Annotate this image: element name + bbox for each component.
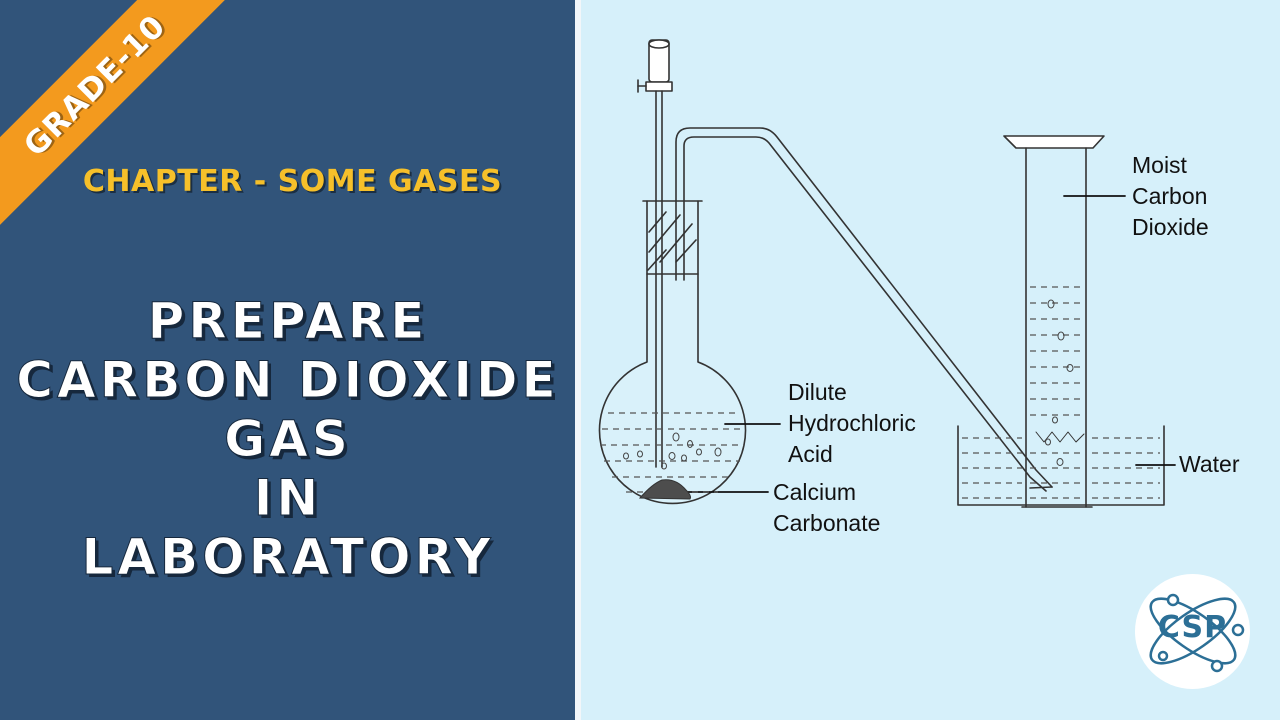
title-line-5: LABORATORY — [81, 528, 495, 587]
gas-jar — [1003, 135, 1105, 508]
atom-orbit-icon — [1149, 593, 1245, 673]
label-calcium-carbonate: Calcium Carbonate — [773, 479, 881, 536]
title-panel: GRADE-10 CHAPTER - SOME GASES PREPARE CA… — [0, 0, 575, 720]
round-bottom-flask — [598, 200, 747, 505]
title-line-1: PREPARE — [147, 292, 429, 351]
calcium-carbonate-lump — [638, 479, 691, 500]
label-water: Water — [1179, 451, 1240, 477]
panel-divider — [575, 0, 581, 720]
delivery-tube — [675, 127, 1053, 492]
label-moist-carbon-dioxide: Moist Carbon Dioxide — [1132, 152, 1209, 240]
title-line-2: CARBON DIOXIDE — [16, 351, 560, 410]
title-line-3: GAS — [224, 410, 352, 469]
title-line-4: IN — [253, 469, 323, 528]
chapter-heading: CHAPTER - SOME GASES — [82, 164, 503, 199]
label-dilute-hydrochloric-acid: Dilute Hydrochloric Acid — [788, 379, 916, 467]
thistle-funnel — [637, 39, 673, 468]
logo-text: CSP — [1157, 610, 1228, 645]
csp-logo: CSP — [1135, 574, 1250, 689]
